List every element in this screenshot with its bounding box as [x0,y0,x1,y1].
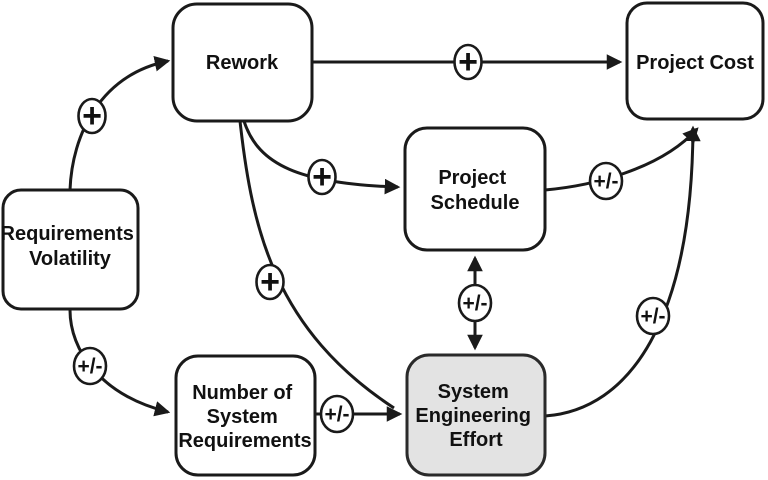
plus-sign: + [458,43,478,81]
sign-circle [457,283,493,323]
sign-rework-to-project-schedule: + [307,158,337,196]
sign-rework-to-project-cost: + [453,43,483,81]
node-project-schedule-box [403,126,547,252]
sign-circle [635,296,671,336]
plus-minus-sign: +/- [593,170,618,193]
sign-requirements-volatility-to-number-of-system-requirements: +/- [72,346,108,386]
plus-minus-sign: +/- [640,305,665,328]
plus-minus-sign: +/- [324,403,349,426]
sign-circle [307,158,337,196]
node-project-cost: Project Cost [625,1,765,121]
node-requirements-volatility-box [1,188,140,311]
sign-circle [453,43,483,81]
sign-circle [588,161,624,201]
edge-rework-to-project-schedule [242,120,401,195]
sign-project-schedule-system-engineering-effort: +/- [457,283,493,323]
plus-minus-sign: +/- [462,292,487,315]
node-number-of-system-requirements: Number of System Requirements [174,354,317,477]
sign-requirements-volatility-to-rework: + [77,97,107,135]
plus-minus-sign: +/- [77,355,102,378]
node-project-schedule: Project Schedule [403,126,547,252]
node-project-schedule-label: Project Schedule [431,167,520,214]
sign-system-engineering-effort-to-project-cost: +/- [635,296,671,336]
sign-number-of-system-requirements-to-system-engineering-effort: +/- [319,394,355,434]
node-rework-box [171,2,314,123]
node-system-engineering-effort-label: System Engineering Effort [415,381,536,451]
node-requirements-volatility-label: Requirements Volatility [1,223,140,270]
sign-circle [77,97,107,135]
node-system-engineering-effort: System Engineering Effort [405,353,547,477]
plus-sign: + [82,97,102,135]
sign-project-schedule-to-project-cost: +/- [588,161,624,201]
node-requirements-volatility: Requirements Volatility [1,188,140,311]
node-number-of-system-requirements-label: Number of System Requirements [178,382,311,452]
node-rework: Rework [171,2,314,123]
sign-circle [319,394,355,434]
edge-project-schedule-to-project-cost [544,127,699,192]
node-number-of-system-requirements-box [174,354,317,477]
node-project-cost-box [625,1,765,121]
plus-sign: + [312,158,332,196]
edge-system-engineering-effort-to-project-cost [544,125,701,418]
sign-circle [255,263,285,301]
sign-circle [72,346,108,386]
node-rework-label: Rework [206,52,279,74]
node-system-engineering-effort-box [405,353,547,477]
plus-sign: + [260,263,280,301]
node-project-cost-label: Project Cost [636,52,754,74]
sign-rework-to-system-engineering-effort: + [255,263,285,301]
